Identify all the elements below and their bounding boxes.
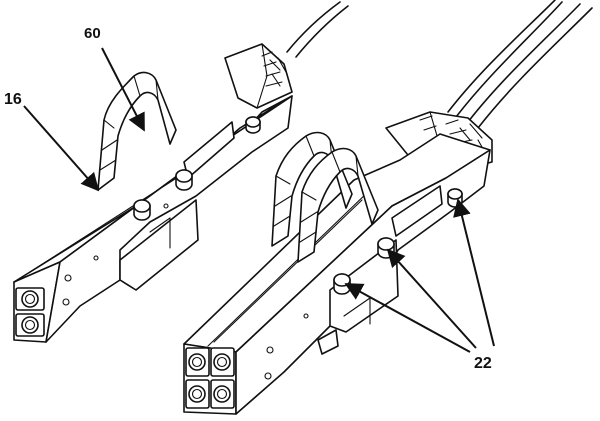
cable-group-right [447,0,593,129]
label-60: 60 [84,25,101,42]
leader-arrow-22a [344,283,471,353]
leader-arrow-16 [23,105,100,192]
callout-22: 22 [344,198,495,372]
leader-arrow-60 [101,47,145,132]
label-16: 16 [4,91,22,108]
leader-arrow-22b [386,248,477,349]
left-connector [13,43,293,343]
right-connector [183,111,493,415]
cable-group-left [286,1,349,58]
callout-16: 16 [4,91,100,192]
label-22: 22 [474,355,492,372]
leader-arrow-22c [453,198,495,347]
callout-60: 60 [84,25,145,132]
